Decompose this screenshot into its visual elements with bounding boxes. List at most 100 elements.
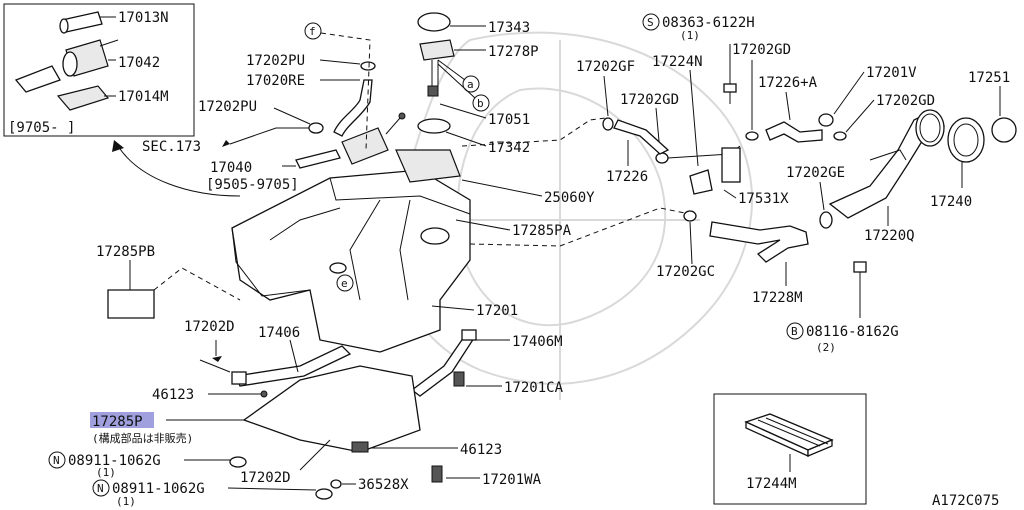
clip-icon <box>330 479 342 489</box>
callout-17220Q: 17220Q <box>864 228 915 244</box>
callout-08911-b: 08911-1062G <box>112 481 205 497</box>
nut-icon <box>315 488 333 500</box>
inset-date-range: [9705- ] <box>8 120 75 136</box>
callout-17278P: 17278P <box>488 44 539 60</box>
ring-17240-shape <box>947 117 985 163</box>
callout-17228M: 17228M <box>752 290 803 306</box>
svg-text:N: N <box>97 482 104 495</box>
callout-17202PU-a: 17202PU <box>246 53 305 69</box>
callout-17406: 17406 <box>258 325 300 341</box>
callout-08363: 08363-6122H <box>662 15 755 31</box>
hose-17228M-shape <box>709 221 809 263</box>
callout-08116-qty: (2) <box>816 341 836 354</box>
clamp-icon <box>655 152 669 164</box>
highlight-17285P <box>90 412 154 428</box>
callout-17042: 17042 <box>118 55 160 71</box>
callout-08911-b-qty: (1) <box>116 495 136 508</box>
svg-text:f: f <box>309 25 316 38</box>
part-46123-shape <box>351 441 369 453</box>
part-17343-shape <box>417 12 451 32</box>
callout-17201: 17201 <box>476 303 518 319</box>
bolt-08116-icon <box>853 261 867 318</box>
svg-text:S: S <box>647 16 654 29</box>
callout-46123-b: 46123 <box>460 442 502 458</box>
callout-17224N: 17224N <box>652 54 703 70</box>
callout-08911-a-qty: (1) <box>96 466 116 479</box>
callout-17244M: 17244M <box>746 476 797 492</box>
arrow-icon <box>112 140 124 152</box>
callout-17202GC: 17202GC <box>656 264 715 280</box>
tube-17226-shape <box>613 119 741 195</box>
nut-icon <box>229 456 247 468</box>
part-17285PB-shape <box>107 289 155 319</box>
clamp-icon <box>833 131 847 141</box>
svg-text:e: e <box>341 277 348 290</box>
part-17013N-shape <box>59 11 103 34</box>
part-17201CA-shape <box>453 371 465 387</box>
clamp-icon <box>602 117 614 131</box>
callout-17202PU-b: 17202PU <box>198 99 257 115</box>
part-17042-shape <box>62 39 119 77</box>
callout-17014M: 17014M <box>118 89 169 105</box>
marker-N-a: N <box>48 451 66 469</box>
fuel-tank-17201-shape <box>231 149 471 353</box>
svg-text:B: B <box>791 325 798 338</box>
marker-S: S <box>642 13 660 31</box>
callout-17285P-note: (構成部品は非販売) <box>92 431 193 445</box>
callout-17040: 17040 <box>210 160 252 176</box>
clamp-17202PU-shape <box>308 122 324 134</box>
clamp-icon <box>745 131 759 141</box>
diagram-code: A172C075 <box>932 493 999 509</box>
callout-17201V: 17201V <box>866 65 917 81</box>
filler-neck-17220Q-shape <box>828 109 946 219</box>
callout-17202GD-c: 17202GD <box>876 93 935 109</box>
callout-17201CA: 17201CA <box>504 380 564 396</box>
marker-e: e <box>336 274 354 292</box>
part-17285P-shape <box>242 365 421 453</box>
callout-17202GE: 17202GE <box>786 165 845 181</box>
callout-17226A: 17226+A <box>758 75 818 91</box>
callout-17013N: 17013N <box>118 10 169 26</box>
inset-box <box>3 3 195 137</box>
callout-17226: 17226 <box>606 169 648 185</box>
callout-08363-qty: (1) <box>680 29 700 42</box>
callout-25060Y: 25060Y <box>544 190 595 206</box>
callout-17202GD-a: 17202GD <box>732 42 791 58</box>
callout-17202D-b: 17202D <box>240 470 291 486</box>
callout-17202GF: 17202GF <box>576 59 635 75</box>
callout-36528X: 36528X <box>358 477 409 493</box>
valve-icon <box>818 113 834 127</box>
clamp-icon <box>683 210 697 222</box>
part-17040-shape <box>295 112 406 169</box>
hose-17020RE-shape <box>333 61 376 137</box>
part-17342-shape <box>417 118 451 134</box>
callout-17285PB: 17285PB <box>96 244 155 260</box>
part-17244M-shape <box>744 413 834 458</box>
marker-B: B <box>786 322 804 340</box>
callout-17240: 17240 <box>930 194 972 210</box>
callout-08911-a: 08911-1062G <box>68 453 161 469</box>
callout-17201WA: 17201WA <box>482 472 542 488</box>
part-17014M-shape <box>14 65 110 111</box>
callout-17406M: 17406M <box>512 334 563 350</box>
callout-17251: 17251 <box>968 70 1010 86</box>
inset-17244M <box>713 393 867 505</box>
marker-b: b <box>472 94 490 112</box>
callout-17285PA: 17285PA <box>512 223 572 239</box>
callout-17020RE: 17020RE <box>246 73 305 89</box>
svg-text:a: a <box>467 78 474 91</box>
callout-17202D-a: 17202D <box>184 319 235 335</box>
part-17406M-shape <box>410 329 477 397</box>
cap-17251-shape <box>991 117 1017 143</box>
marker-f: f <box>304 22 322 40</box>
callout-08116: 08116-8162G <box>806 324 899 340</box>
callout-17342: 17342 <box>488 140 530 156</box>
marker-a: a <box>462 75 480 93</box>
tube-17226A-shape <box>765 121 823 143</box>
marker-N-b: N <box>92 479 110 497</box>
svg-text:N: N <box>53 454 60 467</box>
callout-17285P: 17285P <box>92 414 143 430</box>
callout-17202GD-b: 17202GD <box>620 92 679 108</box>
